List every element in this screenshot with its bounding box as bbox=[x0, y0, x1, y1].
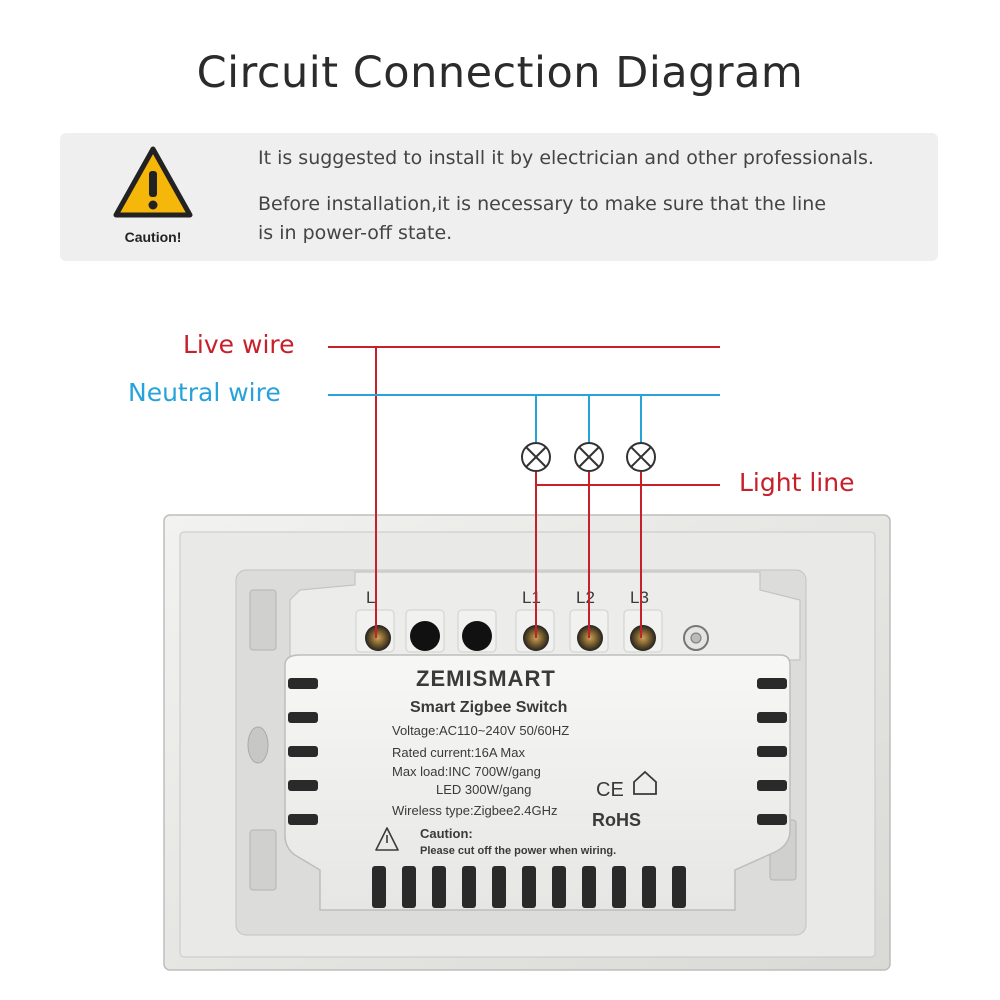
device-label-text: ZEMISMART Smart Zigbee Switch Voltage:AC… bbox=[392, 666, 641, 857]
light-line-label: Light line bbox=[739, 468, 855, 497]
home-icon bbox=[633, 770, 657, 795]
device-caution-text: Please cut off the power when wiring. bbox=[420, 845, 616, 857]
light-line-wires bbox=[535, 472, 720, 638]
device-name: Smart Zigbee Switch bbox=[410, 699, 567, 716]
caution-panel: Caution! It is suggested to install it b… bbox=[60, 133, 938, 261]
neutral-wire-label: Neutral wire bbox=[128, 378, 281, 407]
lamp-icon bbox=[521, 442, 551, 472]
max-load-text: Max load:INC 700W/gang bbox=[392, 764, 541, 779]
wireless-type-text: Wireless type:Zigbee2.4GHz bbox=[392, 803, 557, 818]
device-caution-title: Caution: bbox=[420, 826, 473, 841]
ce-mark: CE bbox=[596, 779, 624, 801]
terminal-label-l1: L1 bbox=[522, 588, 541, 607]
brand-logo: ZEMISMART bbox=[416, 666, 556, 691]
rohs-mark: RoHS bbox=[592, 810, 641, 830]
switch-module-body bbox=[284, 654, 791, 911]
terminal-label-l2: L2 bbox=[576, 588, 595, 607]
caution-label: Caution! bbox=[124, 229, 182, 245]
lamp-icon bbox=[574, 442, 604, 472]
terminal-label-l3: L3 bbox=[630, 588, 649, 607]
terminal-screws bbox=[365, 621, 709, 651]
device-warning-icon bbox=[375, 827, 399, 851]
caution-text-line2: Before installation,it is necessary to m… bbox=[258, 193, 827, 215]
terminal-labels: L L1 L2 L3 bbox=[366, 588, 649, 607]
rated-current-text: Rated current:16A Max bbox=[392, 745, 525, 760]
caution-text-line3: is in power-off state. bbox=[258, 222, 453, 244]
page-title: Circuit Connection Diagram bbox=[196, 48, 804, 98]
voltage-text: Voltage:AC110~240V 50/60HZ bbox=[392, 723, 569, 738]
lamp-icon bbox=[626, 442, 656, 472]
caution-text-line1: It is suggested to install it by electri… bbox=[258, 147, 874, 169]
terminal-label-l: L bbox=[366, 588, 375, 607]
led-load-text: LED 300W/gang bbox=[436, 782, 531, 797]
neutral-wire-lines bbox=[328, 394, 720, 443]
live-wire-label: Live wire bbox=[183, 330, 295, 359]
warning-icon bbox=[113, 146, 193, 218]
